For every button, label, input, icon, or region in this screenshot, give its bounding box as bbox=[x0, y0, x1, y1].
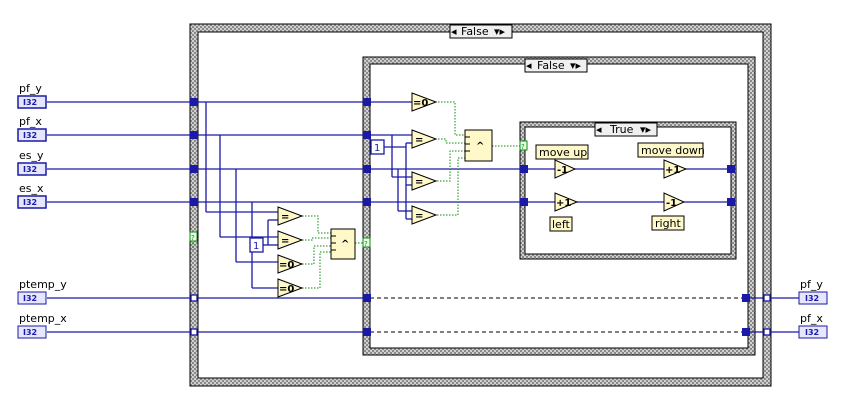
equal-node-middle-3[interactable]: = bbox=[411, 205, 438, 225]
constant-one-outer-value: 1 bbox=[253, 241, 259, 252]
svg-text:▾▸: ▾▸ bbox=[570, 59, 582, 72]
constant-one-outer[interactable]: 1 bbox=[249, 237, 264, 253]
inner-case-value: True bbox=[609, 123, 634, 136]
input-ptemp-x-type: I32 bbox=[23, 328, 37, 337]
input-ptemp-y-label: ptemp_y bbox=[19, 278, 67, 291]
increment-node-left-op: +1 bbox=[556, 198, 571, 209]
right-label: right bbox=[651, 215, 685, 231]
middle-case-value: False bbox=[537, 59, 565, 72]
input-ptemp-x-label: ptemp_x bbox=[19, 312, 67, 325]
equal-node-middle-3-op: = bbox=[415, 211, 423, 222]
equal-node-outer-2-op: = bbox=[281, 236, 289, 247]
tunnels bbox=[190, 98, 750, 336]
input-ptemp-y[interactable]: ptemp_y I32 bbox=[17, 278, 67, 305]
svg-text:?: ? bbox=[191, 234, 195, 242]
output-pf-x-type: I32 bbox=[805, 328, 819, 337]
input-es-y-type: I32 bbox=[23, 165, 37, 174]
input-ptemp-y-type: I32 bbox=[23, 294, 37, 303]
input-es-x[interactable]: es_x I32 bbox=[17, 182, 47, 209]
equal-zero-node-outer-2[interactable]: =0 bbox=[277, 278, 304, 298]
equal-node-middle-2-op: = bbox=[415, 177, 423, 188]
compound-and-node-outer[interactable]: ^ bbox=[330, 228, 356, 260]
equal-node-outer-1-op: = bbox=[281, 212, 289, 223]
move-up-text: move up bbox=[539, 146, 587, 159]
inner-case-selector[interactable]: ◂ True ▾▸ bbox=[594, 122, 658, 137]
move-down-text: move down bbox=[641, 144, 705, 157]
compound-and-node-middle[interactable]: ^ bbox=[464, 129, 493, 162]
input-pf-x[interactable]: pf_x I32 bbox=[17, 115, 47, 142]
boolean-tunnels bbox=[189, 140, 528, 248]
equal-zero-node-middle[interactable]: =0 bbox=[411, 92, 438, 112]
output-pf-y-label: pf_y bbox=[800, 278, 823, 291]
hollow-tunnels bbox=[190, 294, 771, 336]
decrement-node-move-up-op: -1 bbox=[557, 165, 568, 176]
svg-text:?: ? bbox=[364, 240, 368, 248]
decrement-node-right[interactable]: -1 bbox=[663, 192, 686, 212]
inner-case-structure[interactable] bbox=[519, 121, 737, 260]
output-pf-y[interactable]: pf_y I32 bbox=[798, 278, 828, 305]
svg-text:◂: ◂ bbox=[526, 59, 532, 72]
equal-zero-node-middle-op: =0 bbox=[413, 98, 428, 109]
input-es-x-type: I32 bbox=[23, 198, 37, 207]
equal-node-middle-2[interactable]: = bbox=[411, 171, 438, 191]
equal-node-outer-1[interactable]: = bbox=[277, 206, 304, 226]
decrement-node-move-up[interactable]: -1 bbox=[554, 159, 577, 179]
move-down-label: move down bbox=[637, 142, 705, 158]
svg-text:◂: ◂ bbox=[596, 123, 602, 136]
output-pf-x-label: pf_x bbox=[800, 312, 823, 325]
input-pf-y-type: I32 bbox=[23, 98, 37, 107]
equal-node-middle-1[interactable]: = bbox=[411, 129, 438, 149]
outer-case-selector[interactable]: ◂ False ▾▸ bbox=[449, 24, 513, 39]
output-pf-y-type: I32 bbox=[805, 294, 819, 303]
equal-node-outer-2[interactable]: = bbox=[277, 230, 304, 250]
constant-one-middle[interactable]: 1 bbox=[370, 139, 385, 155]
increment-node-left[interactable]: +1 bbox=[554, 192, 579, 212]
outer-case-value: False bbox=[461, 25, 489, 38]
input-es-y-label: es_y bbox=[19, 149, 44, 162]
i32-wires bbox=[47, 101, 800, 333]
boolean-wires bbox=[192, 101, 522, 289]
compound-and-node-middle-op: ^ bbox=[476, 141, 484, 152]
input-ptemp-x[interactable]: ptemp_x I32 bbox=[17, 312, 67, 339]
input-pf-x-label: pf_x bbox=[19, 115, 42, 128]
decrement-node-right-op: -1 bbox=[666, 198, 677, 209]
input-es-y[interactable]: es_y I32 bbox=[17, 149, 47, 176]
increment-node-move-down-op: +1 bbox=[665, 165, 680, 176]
right-text: right bbox=[655, 217, 682, 230]
move-up-label: move up bbox=[535, 144, 589, 160]
equal-zero-node-outer-1-op: =0 bbox=[279, 260, 294, 271]
boolean-tunnel-marks: ? ? ? bbox=[191, 143, 525, 248]
svg-text:▾▸: ▾▸ bbox=[494, 25, 506, 38]
output-pf-x[interactable]: pf_x I32 bbox=[798, 312, 828, 339]
input-pf-x-type: I32 bbox=[23, 131, 37, 140]
middle-case-selector[interactable]: ◂ False ▾▸ bbox=[524, 58, 588, 73]
svg-text:▾▸: ▾▸ bbox=[640, 123, 652, 136]
input-es-x-label: es_x bbox=[19, 182, 44, 195]
input-pf-y-label: pf_y bbox=[19, 82, 42, 95]
left-label: left bbox=[549, 216, 573, 232]
increment-node-move-down[interactable]: +1 bbox=[663, 159, 688, 179]
equal-node-middle-1-op: = bbox=[415, 135, 423, 146]
compound-and-node-outer-op: ^ bbox=[341, 239, 349, 250]
input-pf-y[interactable]: pf_y I32 bbox=[17, 82, 47, 109]
left-text: left bbox=[552, 218, 571, 231]
svg-text:?: ? bbox=[521, 143, 525, 151]
svg-text:◂: ◂ bbox=[451, 25, 457, 38]
constant-one-middle-value: 1 bbox=[374, 143, 380, 154]
equal-zero-node-outer-1[interactable]: =0 bbox=[277, 254, 304, 274]
equal-zero-node-outer-2-op: =0 bbox=[279, 284, 294, 295]
